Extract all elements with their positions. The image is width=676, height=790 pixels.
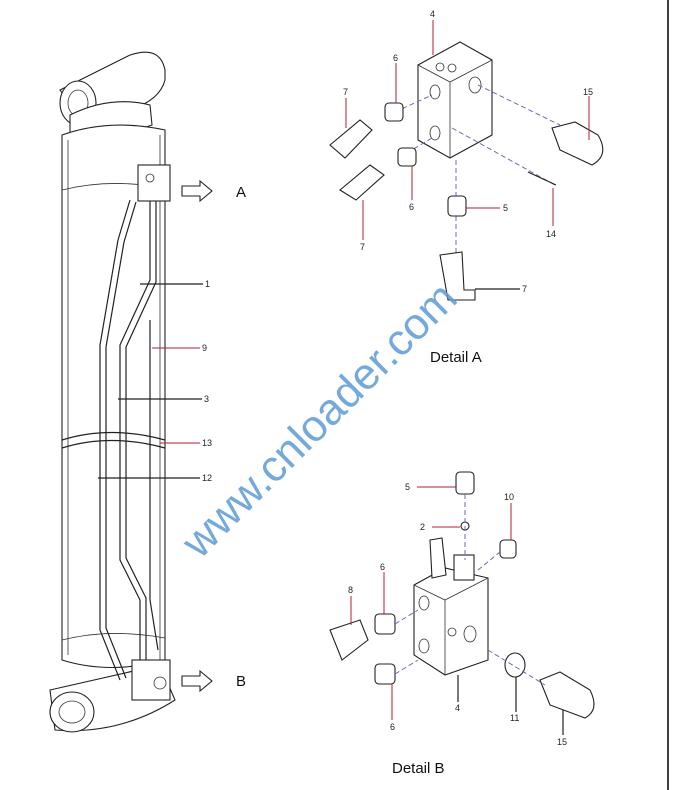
callout-b-5: 5 [405,482,410,492]
callout-a-4: 4 [430,9,435,19]
view-arrow-a [181,179,213,203]
view-label-a: A [236,184,246,201]
detail-b-title: Detail B [392,760,445,777]
callout-b-8: 8 [348,585,353,595]
callout-9: 9 [202,343,207,353]
view-arrow-b [181,669,213,693]
detail-b-drawing [329,471,595,719]
callout-13: 13 [202,438,212,448]
detail-a-title: Detail A [430,349,482,366]
callout-a-5: 5 [503,203,508,213]
callout-b-6b: 6 [390,722,395,732]
callout-b-2: 2 [420,522,425,532]
callout-a-14: 14 [546,229,556,239]
main-callouts: 1 9 3 13 12 [98,279,212,483]
callout-b-6: 6 [380,562,385,572]
callout-a-6: 6 [393,53,398,63]
callout-a-15: 15 [583,87,593,97]
callout-a-6b: 6 [409,202,414,212]
callout-3: 3 [204,394,209,404]
callout-a-7b: 7 [360,242,365,252]
callout-a-7c: 7 [522,284,527,294]
callout-b-15: 15 [557,737,567,747]
detail-a-callouts: 4 6 7 15 6 5 14 7 7 [343,9,593,294]
callout-12: 12 [202,473,212,483]
view-label-b: B [236,673,246,690]
callout-b-11: 11 [510,713,519,723]
callout-1: 1 [205,279,210,289]
detail-a-drawing [329,41,604,301]
callout-b-4: 4 [455,703,460,713]
hydraulic-cylinder [49,51,176,733]
callout-b-10: 10 [504,492,514,502]
callout-a-7: 7 [343,87,348,97]
detail-b-callouts: 5 10 2 6 8 6 4 11 15 [348,482,567,747]
